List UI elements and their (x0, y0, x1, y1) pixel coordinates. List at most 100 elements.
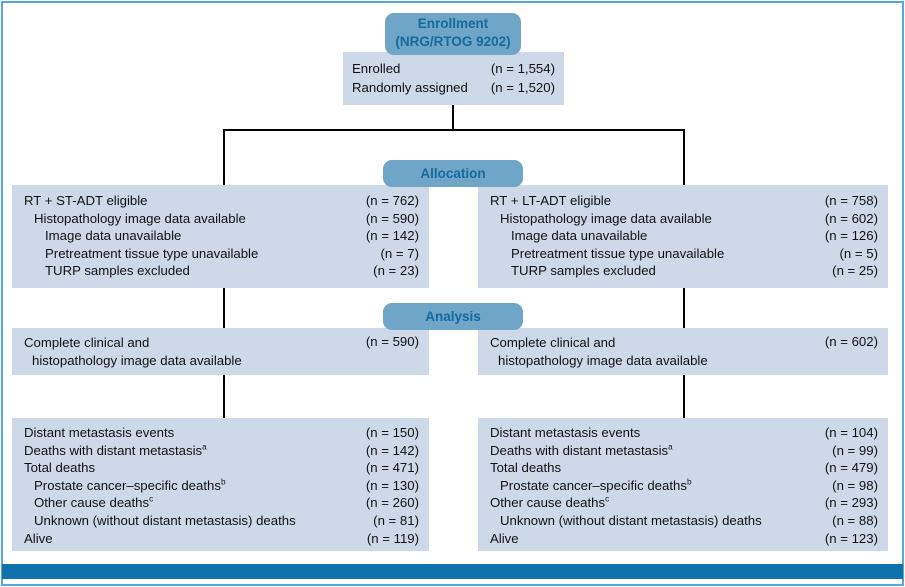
row-label: Other cause deathsc (490, 494, 610, 511)
footnote-marker: c (605, 494, 610, 504)
connector-right-analysis-outcomes (683, 374, 685, 419)
row-label: TURP samples excluded (45, 263, 190, 279)
row-value: (n = 142) (365, 228, 419, 244)
row-label: Prostate cancer–specific deathsb (34, 477, 226, 493)
enrollment-header-line1: Enrollment (417, 16, 489, 31)
row-label: Complete clinical and histopathology ima… (24, 334, 360, 369)
row-label: Unknown (without distant metastasis) dea… (34, 512, 296, 528)
row-label: Prostate cancer–specific deathsb (500, 477, 692, 493)
row-label: Unknown (without distant metastasis) dea… (500, 512, 762, 528)
list-item: RT + ST-ADT eligible (n = 762) (24, 192, 419, 210)
row-label: Distant metastasis events (490, 425, 641, 440)
row-value: (n = 471) (365, 460, 419, 476)
list-item: Alive (n = 123) (490, 530, 878, 548)
row-label: RT + ST-ADT eligible (24, 193, 148, 208)
row-label: Histopathology image data available (34, 210, 246, 226)
allocation-header: Allocation (383, 160, 523, 187)
row-value: (n = 81) (373, 512, 419, 528)
row-value: (n = 758) (824, 193, 878, 208)
connector-right-branch-down (683, 129, 685, 186)
row-label: Complete clinical and histopathology ima… (490, 334, 819, 369)
analysis-label-line1: Complete clinical and (490, 335, 616, 350)
row-label: TURP samples excluded (511, 263, 656, 279)
list-item: Image data unavailable (n = 142) (24, 227, 419, 245)
bottom-accent-bar (2, 564, 903, 579)
footnote-marker: a (202, 442, 207, 452)
enrollment-header: Enrollment (NRG/RTOG 9202) (385, 13, 521, 55)
connector-branch-horizontal (223, 129, 685, 131)
list-item: Unknown (without distant metastasis) dea… (490, 512, 878, 530)
row-label: Total deaths (490, 460, 562, 476)
list-item: Histopathology image data available (n =… (24, 210, 419, 228)
row-value: (n = 150) (365, 425, 419, 440)
footnote-marker: b (220, 477, 226, 487)
row-value: (n = 260) (365, 495, 419, 511)
analysis-right-box: Complete clinical and histopathology ima… (478, 328, 888, 375)
allocation-left-box: RT + ST-ADT eligible (n = 762) Histopath… (12, 185, 429, 288)
row-label: Deaths with distant metastasisa (24, 442, 207, 458)
list-item: Total deaths (n = 479) (490, 459, 878, 477)
row-value: (n = 119) (366, 530, 419, 546)
row-value: (n = 104) (824, 425, 878, 440)
row-value: (n = 590) (365, 334, 419, 349)
analysis-label-line1: Complete clinical and (24, 335, 150, 350)
list-item: Other cause deathsc (n = 293) (490, 494, 878, 512)
enrollment-box: Enrolled (n = 1,554) Randomly assigned (… (343, 52, 564, 105)
analysis-header: Analysis (383, 303, 523, 330)
row-label: Image data unavailable (511, 228, 648, 244)
list-item: Histopathology image data available (n =… (490, 210, 878, 228)
row-value: (n = 602) (824, 210, 878, 226)
row-label: Deaths with distant metastasisa (490, 442, 673, 458)
list-item: Other cause deathsc (n = 260) (24, 494, 419, 512)
list-item: Deaths with distant metastasisa (n = 142… (24, 442, 419, 460)
list-item: Enrolled (n = 1,554) (352, 60, 555, 79)
connector-enrollment-down (452, 105, 454, 131)
row-label: Distant metastasis events (24, 425, 175, 440)
list-item: Image data unavailable (n = 126) (490, 227, 878, 245)
list-item: Deaths with distant metastasisa (n = 99) (490, 442, 878, 460)
list-item: Unknown (without distant metastasis) dea… (24, 512, 419, 530)
list-item: Distant metastasis events (n = 150) (24, 424, 419, 442)
enrollment-header-line2: (NRG/RTOG 9202) (395, 34, 511, 49)
list-item: RT + LT-ADT eligible (n = 758) (490, 192, 878, 210)
row-label: RT + LT-ADT eligible (490, 193, 612, 208)
row-value: (n = 590) (365, 210, 419, 226)
analysis-left-box: Complete clinical and histopathology ima… (12, 328, 429, 375)
row-value: (n = 130) (365, 477, 419, 493)
row-value: (n = 7) (380, 245, 419, 261)
row-label: Histopathology image data available (500, 210, 712, 226)
row-label: Randomly assigned (352, 79, 468, 95)
analysis-label-line2: histopathology image data available (32, 352, 242, 368)
analysis-label-line2: histopathology image data available (498, 352, 708, 368)
outcomes-left-box: Distant metastasis events (n = 150) Deat… (12, 418, 429, 551)
row-value: (n = 25) (832, 263, 878, 279)
row-label: Other cause deathsc (34, 494, 154, 511)
list-item: Prostate cancer–specific deathsb (n = 98… (490, 477, 878, 495)
outcomes-right-box: Distant metastasis events (n = 104) Deat… (478, 418, 888, 551)
row-label: Pretreatment tissue type unavailable (45, 245, 259, 261)
list-item: Prostate cancer–specific deathsb (n = 13… (24, 477, 419, 495)
row-value: (n = 98) (832, 477, 878, 493)
list-item: Distant metastasis events (n = 104) (490, 424, 878, 442)
list-item: Randomly assigned (n = 1,520) (352, 79, 555, 98)
row-value: (n = 23) (373, 263, 419, 279)
row-label: Alive (24, 530, 53, 546)
row-label: Total deaths (24, 460, 96, 476)
list-item: Alive (n = 119) (24, 530, 419, 548)
row-value: (n = 99) (832, 442, 878, 458)
footnote-marker: b (686, 477, 692, 487)
row-value: (n = 142) (365, 442, 419, 458)
row-value: (n = 293) (824, 495, 878, 511)
list-item: TURP samples excluded (n = 23) (24, 262, 419, 280)
allocation-right-box: RT + LT-ADT eligible (n = 758) Histopath… (478, 185, 888, 288)
row-label: Alive (490, 530, 519, 546)
footnote-marker: c (149, 494, 154, 504)
list-item: Complete clinical and histopathology ima… (490, 334, 878, 369)
list-item: Pretreatment tissue type unavailable (n … (490, 245, 878, 263)
connector-left-analysis-outcomes (223, 374, 225, 419)
row-value: (n = 5) (839, 245, 878, 261)
connector-left-allocation-analysis (223, 288, 225, 329)
row-value: (n = 602) (824, 334, 878, 349)
connector-right-allocation-analysis (683, 288, 685, 329)
